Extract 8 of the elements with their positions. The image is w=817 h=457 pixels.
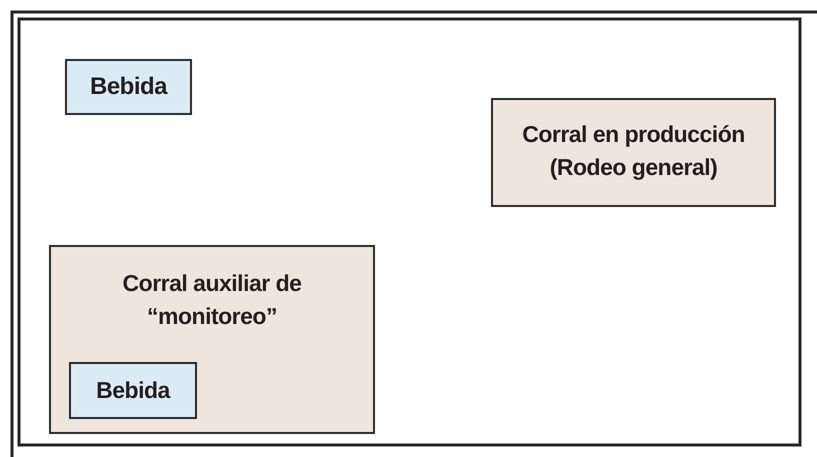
water-trough-box [69,362,197,419]
corral-box [491,98,776,207]
box-label: Bebida [90,73,167,101]
box-label: Bebida [96,376,170,405]
corral-box [49,245,375,434]
water-trough-box [65,59,192,115]
pen-label: Corral auxiliar de “monitoreo” [122,269,302,331]
pen-label: Corral en producción (Rodeo general) [521,120,746,182]
